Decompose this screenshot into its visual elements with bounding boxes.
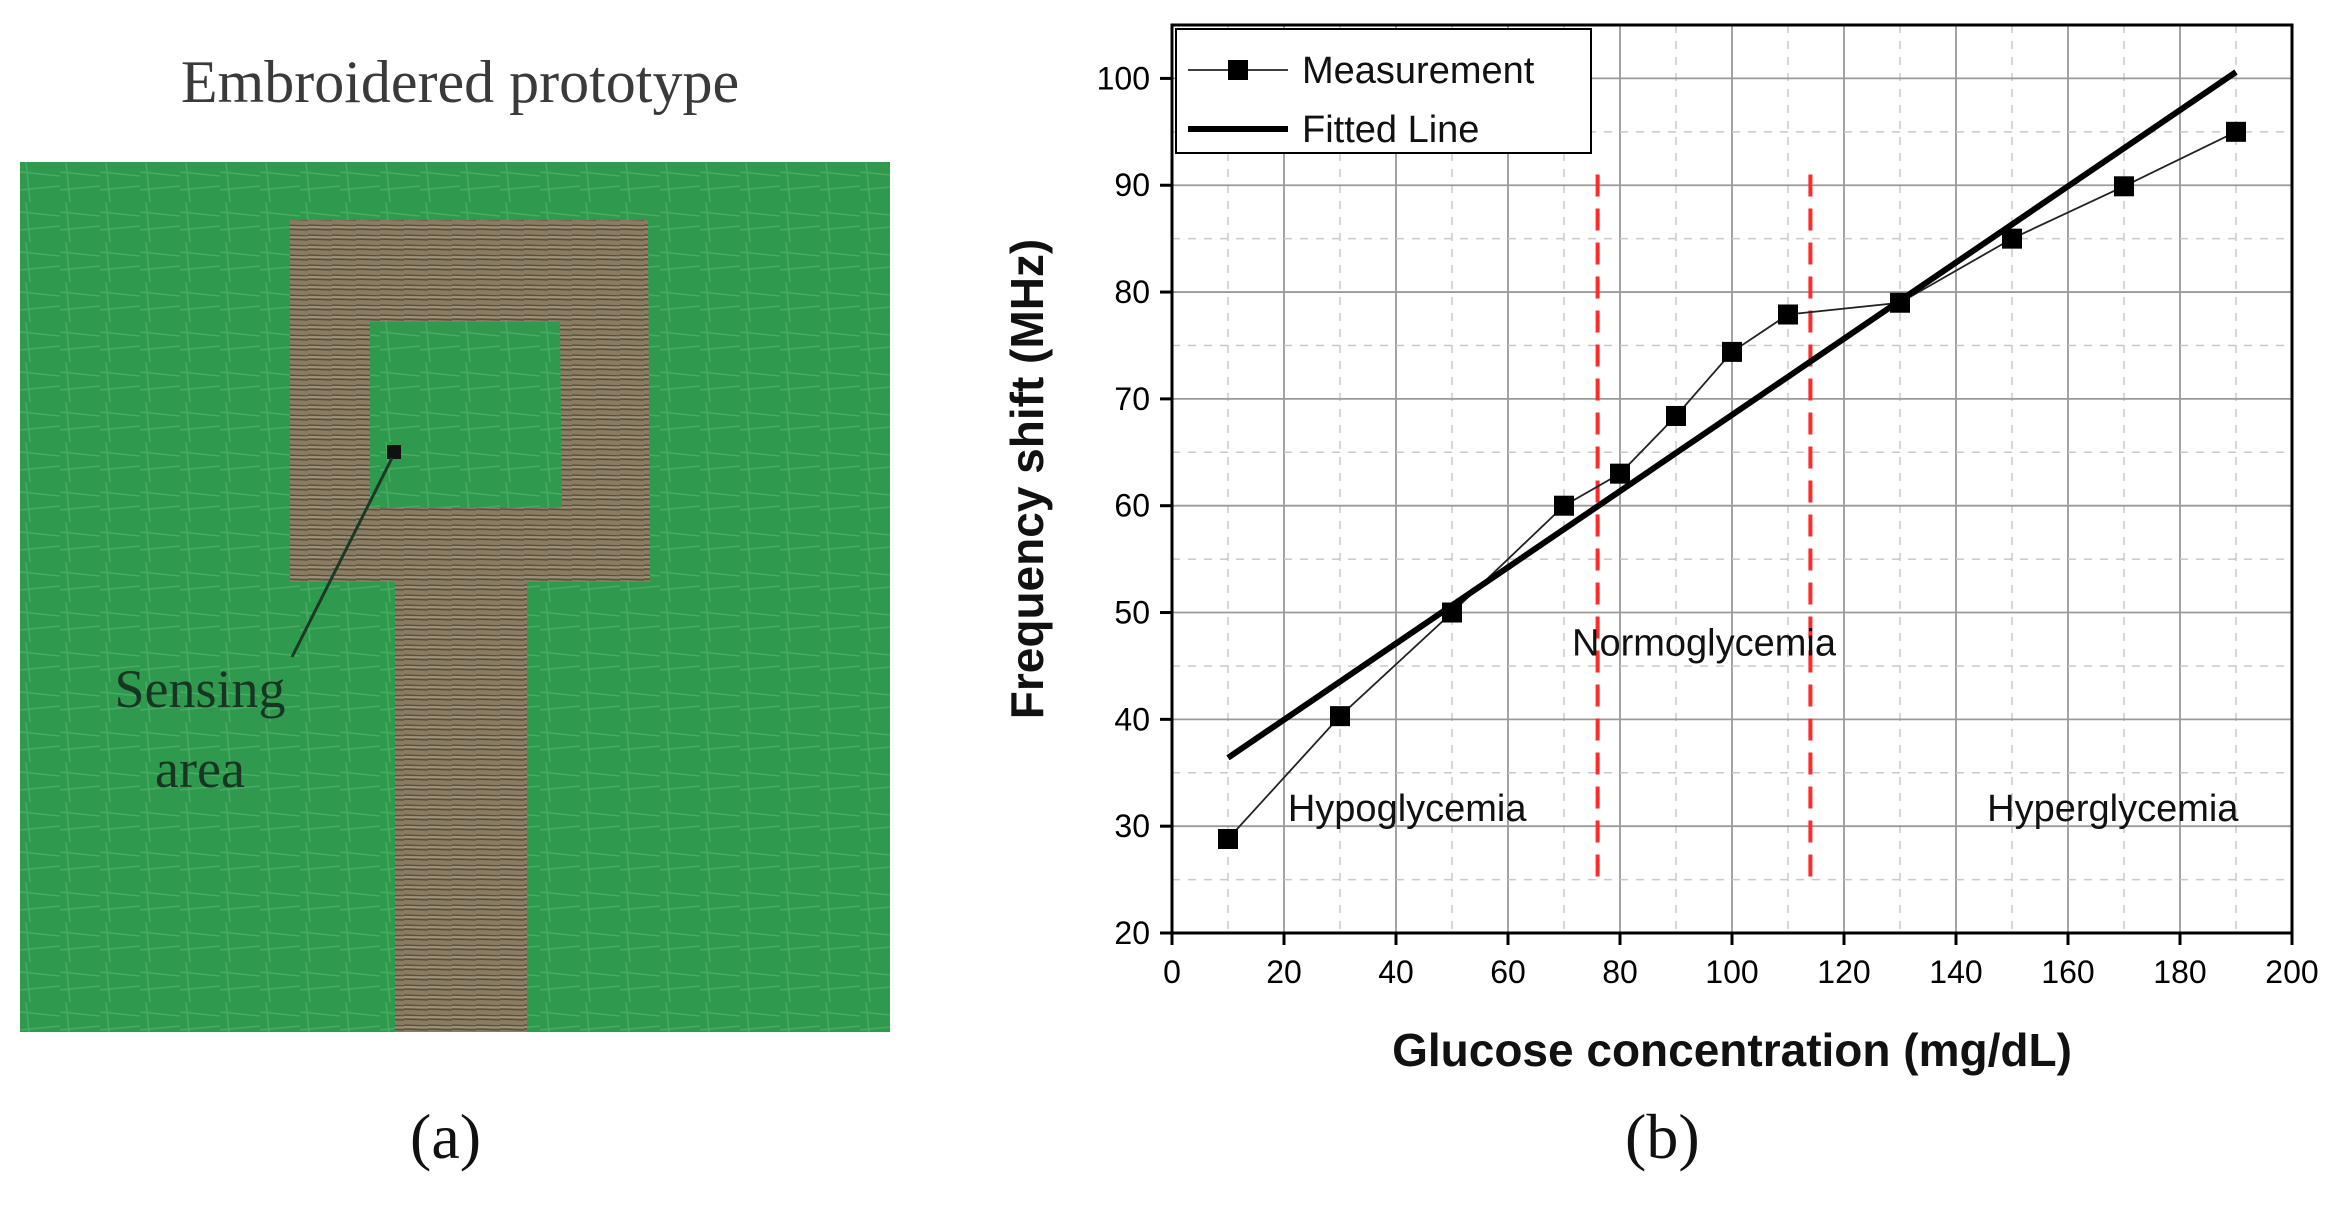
prototype-photo: Sensing area (20, 162, 890, 1032)
legend-box (1175, 28, 1592, 154)
x-tick-label: 160 (2041, 954, 2094, 990)
annotation-area: area (155, 739, 245, 799)
measurement-point (1722, 341, 1742, 362)
x-tick-label: 80 (1602, 954, 1638, 990)
x-tick-label: 0 (1163, 954, 1181, 990)
y-tick-label: 40 (1114, 701, 1150, 737)
measurement-point (1330, 706, 1350, 727)
x-tick-label: 120 (1817, 954, 1870, 990)
embroidered-stem (395, 580, 527, 1032)
y-tick-label: 100 (1097, 60, 1150, 96)
measurement-point (2002, 228, 2022, 249)
x-tick-label: 140 (1929, 954, 1982, 990)
region-label: Hyperglycemia (1987, 788, 2239, 830)
x-tick-label: 20 (1266, 954, 1302, 990)
measurement-point (2114, 176, 2134, 197)
annotation-pointer (290, 457, 394, 658)
measurement-point (1666, 405, 1686, 426)
measurement-point (1610, 463, 1630, 484)
embroidered-loop (290, 220, 650, 582)
panel-a: Embroidered prototype Sensing area (a) (0, 0, 930, 1232)
x-tick-label: 100 (1705, 954, 1758, 990)
x-axis-label: Glucose concentration (mg/dL) (1392, 1024, 2072, 1076)
region-label: Hypoglycemia (1288, 788, 1528, 830)
legend-measurement-label: Measurement (1302, 50, 1535, 92)
panel-b: 0 20 40 60 80 100 120 140 160 180 200 20 30 40 50 60 70 8… (980, 0, 2337, 1100)
legend-fitted-label: Fitted Line (1302, 109, 1479, 151)
measurement-point (1778, 304, 1798, 325)
glucose-chart: 0 20 40 60 80 100 120 140 160 180 200 20 30 40 50 60 70 8… (1001, 23, 2319, 1076)
y-tick-label: 50 (1114, 595, 1150, 631)
measurement-point (1218, 828, 1238, 849)
y-axis-label: Frequency shift (MHz) (1001, 239, 1053, 719)
sensing-area-marker (387, 445, 401, 459)
annotation-sensing: Sensing (114, 659, 285, 719)
x-tick-label: 60 (1490, 954, 1526, 990)
region-label: Normoglycemia (1572, 622, 1837, 664)
measurement-line (1227, 131, 2237, 840)
legend-measurement-marker (1228, 60, 1248, 80)
y-tick-label: 90 (1114, 167, 1150, 203)
y-tick-label: 30 (1114, 808, 1150, 844)
prototype-title: Embroidered prototype (180, 49, 740, 115)
fitted-line (1226, 69, 2238, 761)
measurement-point (2226, 121, 2246, 142)
x-tick-label: 180 (2153, 954, 2206, 990)
y-tick-label: 20 (1114, 915, 1150, 951)
panel-label-b: (b) (1625, 1101, 1700, 1172)
y-tick-label: 70 (1114, 381, 1150, 417)
x-tick-label: 200 (2265, 954, 2318, 990)
panel-label-a: (a) (410, 1101, 482, 1172)
y-tick-label: 80 (1114, 274, 1150, 310)
measurement-point (1554, 495, 1574, 516)
y-tick-label: 60 (1114, 488, 1150, 524)
x-tick-label: 40 (1378, 954, 1414, 990)
